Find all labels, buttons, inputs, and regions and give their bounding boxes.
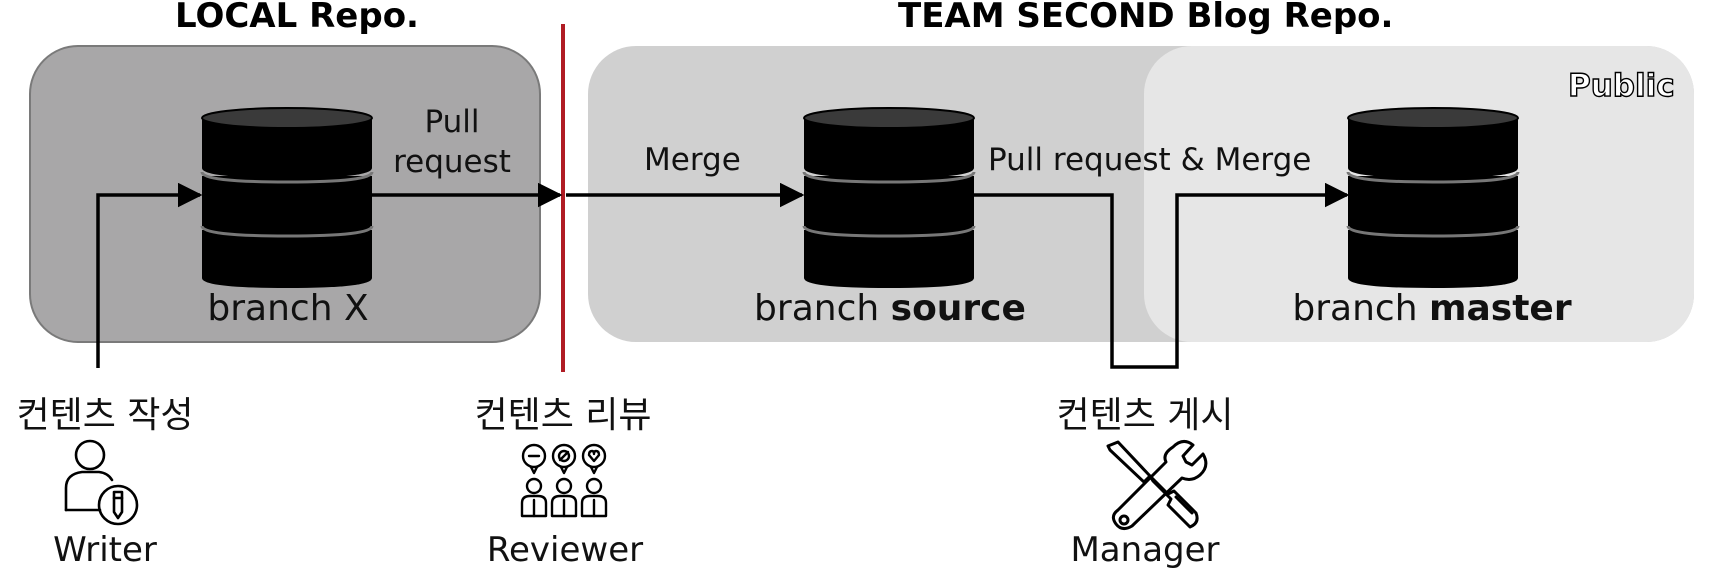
reviewer-icon (520, 443, 608, 518)
tools-icon (1106, 440, 1208, 531)
reviewer-label: Reviewer (486, 530, 644, 570)
branch-x-prefix: branch X (207, 288, 369, 329)
writer-icon (64, 439, 139, 526)
team-repo-title: TEAM SECOND Blog Repo. (898, 0, 1394, 36)
pull-request-merge-label: Pull request & Merge (988, 142, 1312, 178)
manager-label: Manager (1070, 530, 1220, 570)
pull-request-label: Pull request (392, 102, 512, 182)
pull-request-label-line2: request (393, 144, 511, 180)
branch-master-name: master (1428, 288, 1572, 329)
writer-to-branch-x-arrow (96, 182, 203, 368)
local-repo-title: LOCAL Repo. (175, 0, 419, 36)
pull-request-merge-arrow (972, 182, 1350, 369)
writer-label: Writer (53, 530, 157, 570)
step-write-label: 컨텐츠 작성 (16, 395, 194, 436)
step-review-label: 컨텐츠 리뷰 (474, 395, 652, 436)
branch-source-name: source (890, 288, 1026, 329)
branch-source-prefix: branch (754, 288, 891, 329)
database-icon-branch-source (802, 106, 976, 290)
merge-label: Merge (644, 142, 741, 178)
branch-source-label: branch source (740, 288, 1040, 329)
branch-master-label: branch master (1282, 288, 1582, 329)
database-icon-branch-master (1346, 106, 1520, 290)
branch-x-label: branch X (188, 288, 388, 329)
public-zone-label: Public (1567, 67, 1675, 104)
pull-request-label-line1: Pull (424, 104, 480, 140)
branch-master-prefix: branch (1292, 288, 1429, 329)
step-publish-label: 컨텐츠 게시 (1056, 395, 1234, 436)
database-icon-branch-x (200, 106, 374, 290)
